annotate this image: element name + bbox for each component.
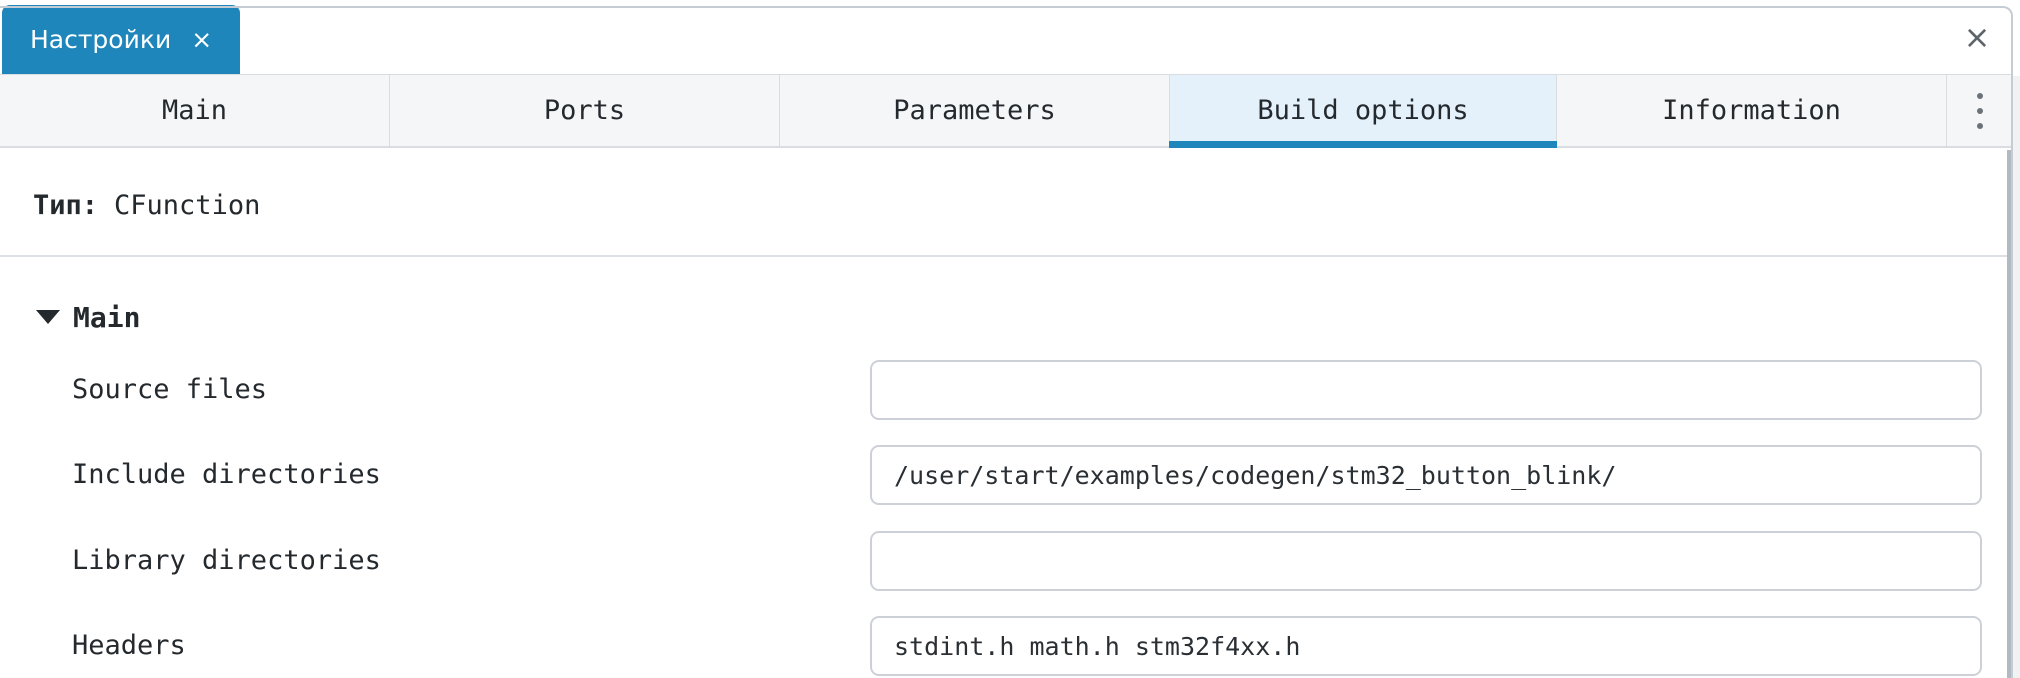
tab-information[interactable]: Information (1557, 75, 1947, 146)
scrollbar-track[interactable] (2013, 76, 2020, 678)
include-directories-input[interactable] (870, 445, 1982, 505)
close-icon: × (1963, 18, 1991, 56)
type-value: CFunction (114, 189, 261, 221)
tab-bar: Main Ports Parameters Build options Info… (0, 74, 2012, 148)
section-main-title: Main (73, 300, 141, 334)
tab-information-label: Information (1662, 95, 1841, 126)
tab-ports[interactable]: Ports (390, 75, 780, 146)
type-label: Тип: (33, 189, 99, 221)
source-files-label: Source files (72, 374, 268, 405)
library-directories-input[interactable] (870, 531, 1982, 591)
field-row-library-directories: Library directories (0, 531, 2020, 591)
tab-main[interactable]: Main (0, 75, 390, 146)
field-row-include-directories: Include directories (0, 445, 2020, 505)
tab-build-options[interactable]: Build options (1169, 75, 1557, 148)
include-directories-label: Include directories (72, 459, 381, 490)
section-main-header[interactable]: Main (36, 295, 140, 339)
tab-main-label: Main (161, 95, 228, 126)
settings-doc-tab[interactable]: Настройки × (2, 5, 241, 74)
doc-tab-close-icon[interactable]: × (191, 25, 213, 54)
kebab-menu-icon (1976, 92, 1983, 129)
tab-ports-label: Ports (543, 95, 626, 126)
titlebar: Настройки × × (0, 0, 2020, 74)
field-row-source-files: Source files (0, 360, 2020, 420)
window-close-button[interactable]: × (1956, 16, 1998, 58)
collapse-triangle-icon (36, 310, 60, 324)
section-divider (0, 255, 2012, 257)
tab-parameters[interactable]: Parameters (780, 75, 1170, 146)
library-directories-label: Library directories (72, 545, 381, 576)
tab-parameters-label: Parameters (893, 95, 1056, 126)
tab-overflow-menu-button[interactable] (1947, 75, 2012, 146)
headers-input[interactable] (870, 616, 1982, 676)
doc-tab-title: Настройки (30, 25, 172, 54)
source-files-input[interactable] (870, 360, 1982, 420)
field-row-headers: Headers (0, 616, 2020, 676)
block-type-row: Тип: CFunction (33, 183, 260, 227)
tab-build-options-label: Build options (1257, 95, 1469, 126)
scrollbar-thumb[interactable] (2007, 150, 2011, 678)
headers-label: Headers (72, 630, 186, 661)
